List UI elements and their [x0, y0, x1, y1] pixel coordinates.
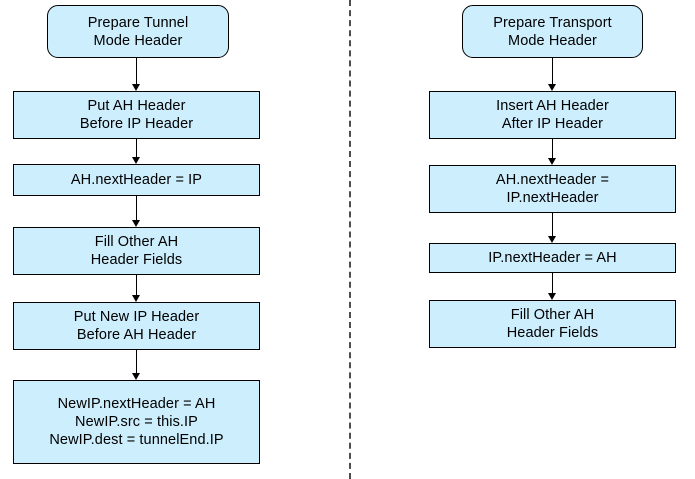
connector-tunnel-arrow-3	[136, 196, 137, 221]
node-transport-step-4[interactable]: Fill Other AH Header Fields	[429, 300, 676, 348]
node-label-line: NewIP.dest = tunnelEnd.IP	[49, 432, 224, 448]
arrowhead-icon	[132, 220, 140, 227]
connector-tunnel-arrow-4	[136, 275, 137, 296]
connector-transport-arrow-4	[552, 273, 553, 294]
column-divider	[349, 0, 351, 479]
connector-tunnel-arrow-5	[136, 350, 137, 374]
node-label-line: Mode Header	[93, 32, 183, 49]
node-label-line: Prepare Tunnel	[87, 14, 189, 31]
node-label-line: Header Fields	[506, 325, 599, 341]
connector-tunnel-arrow-2	[136, 139, 137, 158]
arrowhead-icon	[548, 236, 556, 243]
arrowhead-icon	[132, 295, 140, 302]
node-tunnel-step-5[interactable]: NewIP.nextHeader = AH NewIP.src = this.IP…	[13, 380, 260, 464]
node-tunnel-step-2[interactable]: AH.nextHeader = IP	[13, 164, 260, 196]
connector-tunnel-arrow-1	[136, 58, 137, 85]
node-label-line: IP.nextHeader	[506, 190, 599, 206]
node-label-line: IP.nextHeader = AH	[488, 250, 617, 266]
connector-transport-arrow-1	[552, 58, 553, 85]
node-label-line: Mode Header	[508, 32, 597, 49]
connector-transport-arrow-2	[552, 139, 553, 159]
node-label-line: NewIP.src = this.IP	[75, 414, 198, 430]
node-label-line: Before AH Header	[76, 327, 197, 343]
node-tunnel-step-3[interactable]: Fill Other AH Header Fields	[13, 227, 260, 275]
arrowhead-icon	[548, 158, 556, 165]
node-label-line: Fill Other AH	[94, 234, 179, 250]
node-transport-step-3[interactable]: IP.nextHeader = AH	[429, 243, 676, 273]
arrowhead-icon	[548, 293, 556, 300]
node-label-line: Prepare Transport	[493, 14, 612, 31]
arrowhead-icon	[548, 84, 556, 91]
connector-transport-arrow-3	[552, 213, 553, 237]
node-label-line: Put New IP Header	[73, 309, 200, 325]
node-transport-step-2[interactable]: AH.nextHeader = IP.nextHeader	[429, 165, 676, 213]
node-label-line: Insert AH Header	[496, 98, 609, 114]
node-label-line: AH.nextHeader =	[495, 172, 610, 188]
node-label-line: Put AH Header	[87, 98, 186, 114]
node-label-line: AH.nextHeader = IP	[70, 172, 203, 188]
node-label-line: After IP Header	[501, 116, 604, 132]
node-label-line: Before IP Header	[79, 116, 194, 132]
node-label-line: NewIP.nextHeader = AH	[57, 396, 216, 412]
arrowhead-icon	[132, 157, 140, 164]
node-label-line: Fill Other AH	[510, 307, 595, 323]
node-label-line: Header Fields	[90, 252, 183, 268]
arrowhead-icon	[132, 84, 140, 91]
arrowhead-icon	[132, 373, 140, 380]
